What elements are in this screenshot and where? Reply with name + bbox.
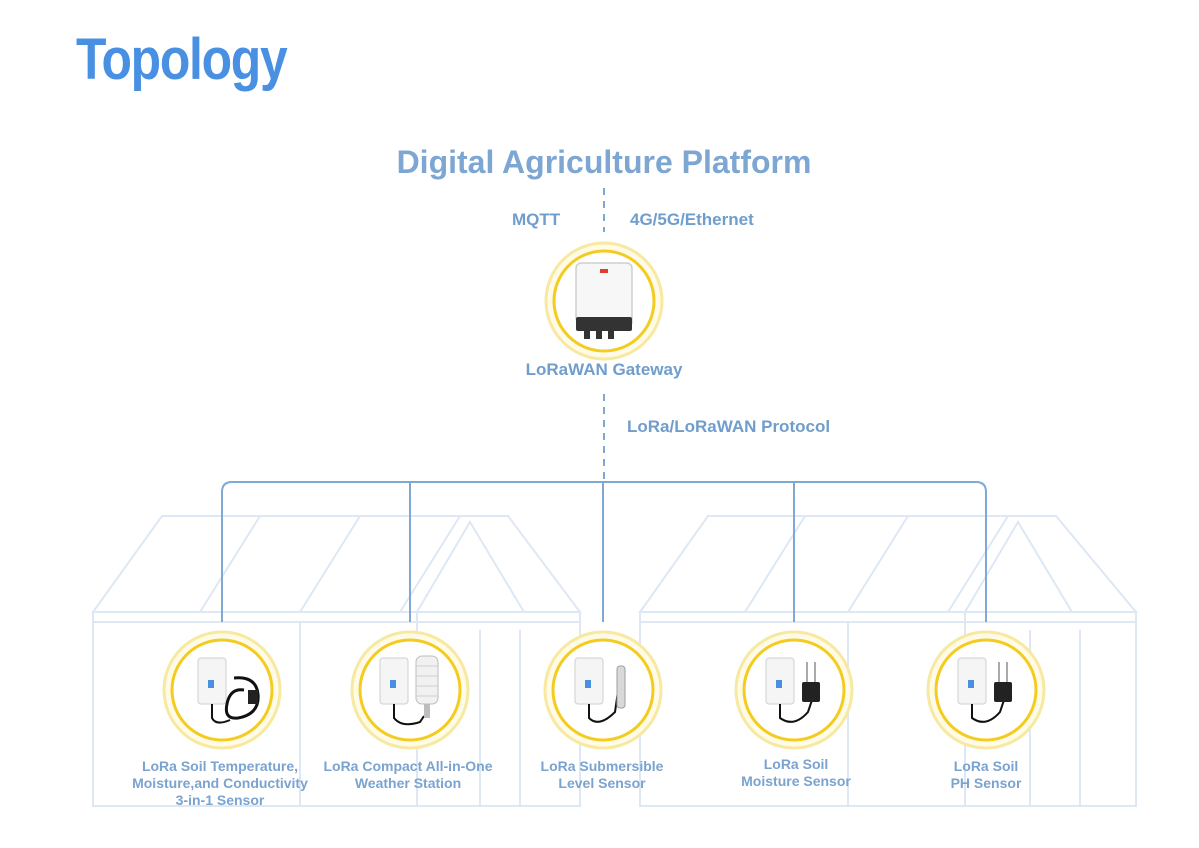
sensor-label-3: LoRa Submersible Level Sensor xyxy=(540,758,664,791)
soil-moisture-sensor-icon xyxy=(765,657,820,723)
gateway-label: LoRaWAN Gateway xyxy=(525,360,683,379)
weather-station-icon xyxy=(379,655,439,726)
sensor-label-4: LoRa Soil Moisture Sensor xyxy=(741,756,851,789)
sensor-node-1 xyxy=(162,630,282,750)
platform-label: Digital Agriculture Platform xyxy=(396,144,812,180)
greenhouse-left-illustration xyxy=(91,515,582,807)
soil-3in1-sensor-icon xyxy=(197,657,260,724)
soil-ph-sensor-icon xyxy=(957,657,1012,723)
uplink-protocol-label: MQTT xyxy=(512,210,561,229)
page-title: Topology xyxy=(76,27,288,92)
sensor-node-3 xyxy=(543,630,663,750)
connector-lines xyxy=(221,188,987,622)
sensor-label-2: LoRa Compact All-in-One Weather Station xyxy=(323,758,493,791)
sensor-node-5 xyxy=(926,630,1046,750)
sensor-node-4 xyxy=(734,630,854,750)
sensor-label-1: LoRa Soil Temperature, Moisture,and Cond… xyxy=(132,758,308,808)
level-sensor-icon xyxy=(574,657,626,723)
gateway-node xyxy=(544,241,664,361)
gateway-device-icon xyxy=(575,262,633,339)
sensor-label-5: LoRa Soil PH Sensor xyxy=(950,758,1022,791)
downlink-protocol-label: LoRa/LoRaWAN Protocol xyxy=(627,417,831,436)
uplink-network-label: 4G/5G/Ethernet xyxy=(630,210,754,229)
sensor-node-2 xyxy=(350,630,470,750)
